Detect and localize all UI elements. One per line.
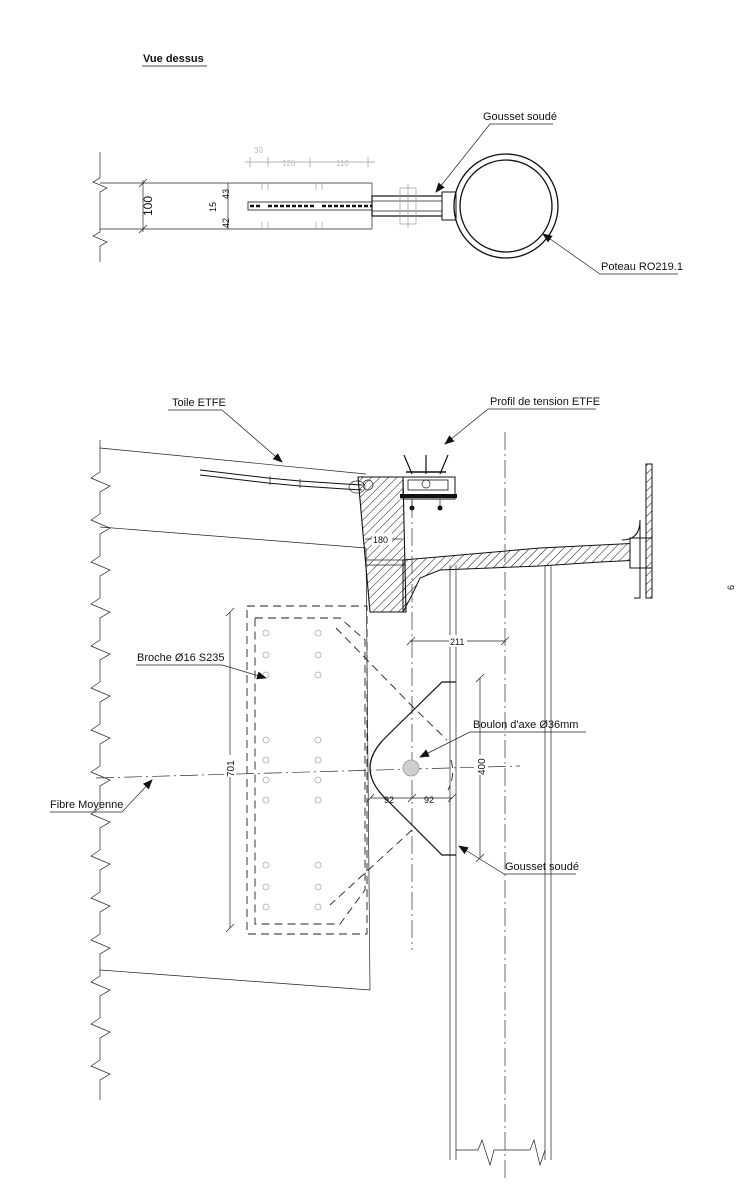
- label-post: Poteau RO219.1: [601, 261, 683, 273]
- label-profile: Profil de tension ETFE: [490, 396, 600, 408]
- dim-211: 211: [450, 637, 464, 647]
- profile-plate: [400, 494, 457, 498]
- dim-30: 30: [254, 146, 263, 155]
- dim-701: 701: [226, 760, 237, 777]
- dim-42: 42: [221, 218, 231, 228]
- label-bolt: Boulon d'axe Ø36mm: [473, 719, 578, 731]
- dim-110: 110: [336, 159, 349, 168]
- top-view-title: Vue dessus: [143, 53, 204, 65]
- neutral-axis-line: [95, 765, 521, 779]
- top-view: Vue dessus 30 120 110: [92, 53, 683, 275]
- beam-flange-right: [645, 463, 653, 599]
- section-beam: [402, 542, 641, 613]
- faint-dimensions: 30 120 110: [245, 146, 375, 229]
- label-fabric: Toile ETFE: [172, 397, 226, 409]
- gusset-outline: [254, 617, 366, 925]
- post-inner: [459, 159, 553, 253]
- break-line-top: [92, 152, 108, 262]
- dim-180: 180: [373, 535, 388, 545]
- dim-43: 43: [221, 189, 231, 199]
- label-pin: Broche Ø16 S235: [137, 652, 224, 664]
- break-line-left: [90, 440, 111, 1100]
- dim-100: 100: [141, 196, 155, 216]
- end-plate-outline: [246, 605, 368, 935]
- label-neutral-axis: Fibre Moyenne: [50, 799, 123, 811]
- dim-15: 15: [208, 202, 218, 212]
- label-gusset-top: Gousset soudé: [483, 111, 557, 123]
- section-view: 180: [50, 396, 653, 1180]
- axis-bolt: [402, 759, 420, 777]
- label-gusset-section: Gousset soudé: [505, 861, 579, 873]
- dim-400: 400: [477, 758, 488, 775]
- edge-mark: 6: [726, 585, 736, 590]
- dim-92-right: 92: [424, 795, 434, 805]
- gusset-plate-top: [441, 191, 457, 221]
- pin-holes: [262, 629, 322, 911]
- post-outer: [453, 153, 559, 259]
- dim-92-left: 92: [384, 795, 394, 805]
- dim-120: 120: [282, 159, 296, 168]
